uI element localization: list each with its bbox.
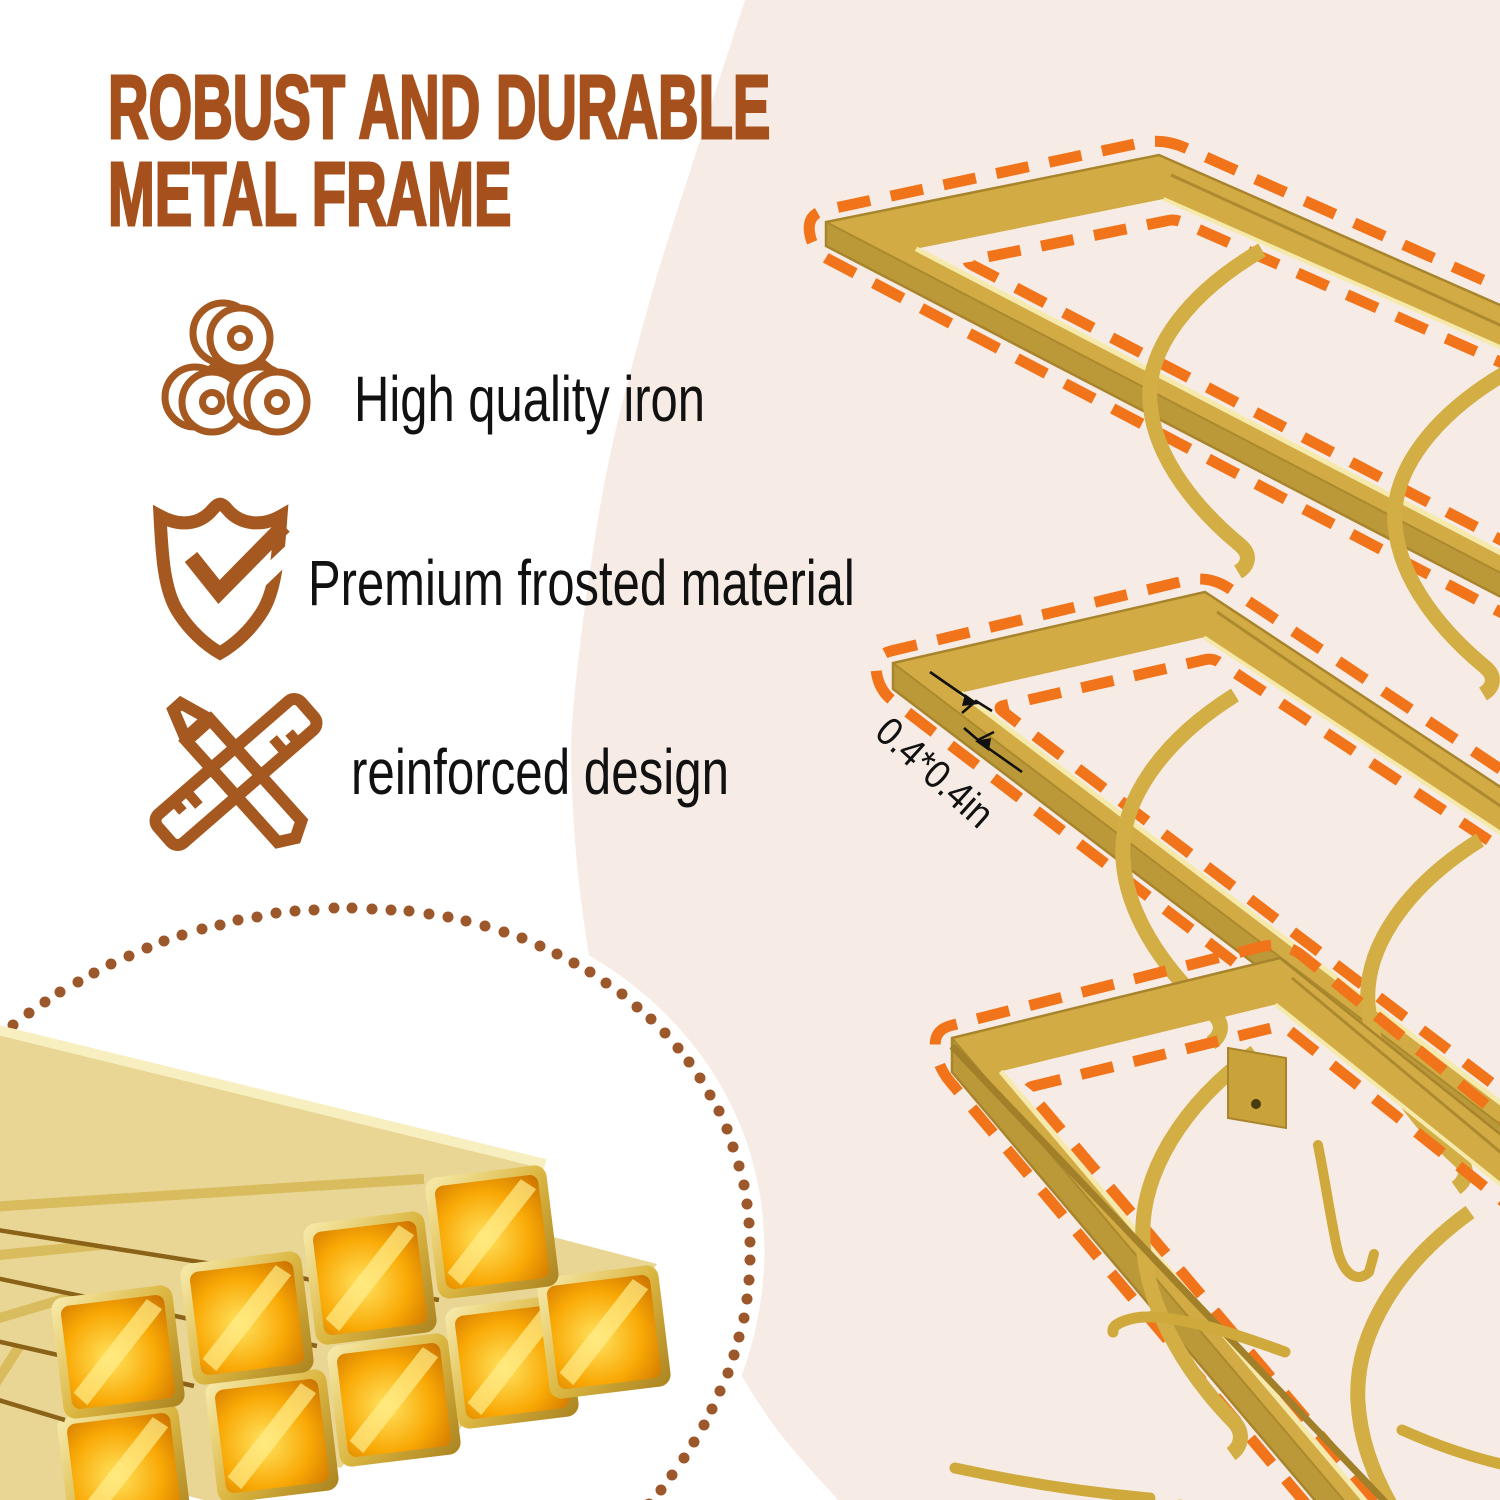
svg-text:reinforced design: reinforced design — [351, 737, 729, 809]
svg-text:Premium frosted material: Premium frosted material — [308, 548, 855, 620]
svg-text:METAL FRAME: METAL FRAME — [108, 143, 511, 244]
svg-text:High quality iron: High quality iron — [354, 364, 705, 436]
svg-text:ROBUST AND DURABLE: ROBUST AND DURABLE — [108, 56, 770, 157]
